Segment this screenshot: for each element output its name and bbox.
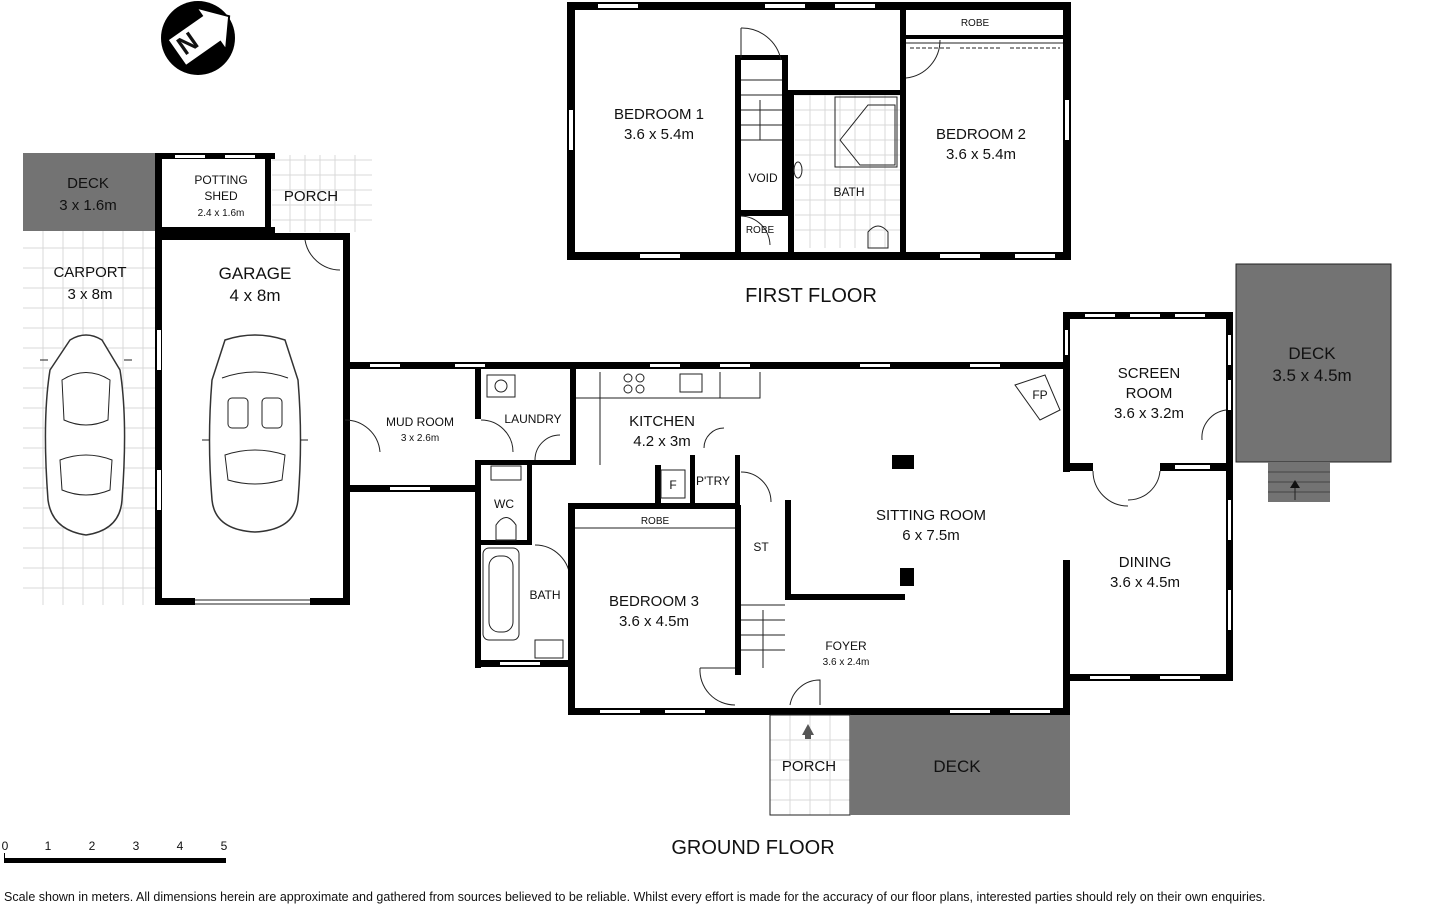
north-compass-icon: N [161,1,235,75]
foyer-name: FOYER [825,639,867,653]
bath-ground-label: BATH [529,588,560,602]
void-label: VOID [748,171,778,185]
potting-shed-size: 2.4 x 1.6m [198,208,245,219]
bedroom1-size: 3.6 x 5.4m [624,126,694,143]
bedroom1-name: BEDROOM 1 [614,106,704,123]
porch-front-label: PORCH [782,758,836,775]
pantry-label: P'TRY [696,474,730,488]
wc-label: WC [494,497,514,511]
scale-bar: 0 1 2 3 4 5 [2,839,228,863]
robe-ground-label: ROBE [641,516,670,527]
deck-carport-size: 3 x 1.6m [59,197,117,214]
kitchen-name: KITCHEN [629,413,695,430]
scale-tick-3: 3 [133,839,140,853]
sitting-room-name: SITTING ROOM [876,507,986,524]
scale-tick-5: 5 [221,839,228,853]
convertible-car-icon [202,334,308,533]
car-icon [40,334,132,536]
first-floor-plan [567,2,1071,260]
garage-name: GARAGE [219,264,292,283]
deck-front-label: DECK [933,757,981,776]
first-floor-title: FIRST FLOOR [745,285,877,307]
garage-size: 4 x 8m [229,286,280,305]
bath-tiles [795,94,900,248]
store-label: ST [753,540,769,554]
mud-room-size: 3 x 2.6m [401,433,439,444]
porch-shed-label: PORCH [284,188,338,205]
scale-tick-4: 4 [177,839,184,853]
screen-room-size: 3.6 x 3.2m [1114,405,1184,422]
bedroom3-size: 3.6 x 4.5m [619,613,689,630]
dining-size: 3.6 x 4.5m [1110,574,1180,591]
dining-name: DINING [1119,554,1172,571]
bedroom3-name: BEDROOM 3 [609,593,699,610]
screen-room-name-line2: ROOM [1126,385,1173,402]
scale-tick-0: 0 [2,839,9,853]
disclaimer-text: Scale shown in meters. All dimensions he… [4,890,1266,904]
carport-size: 3 x 8m [67,286,112,303]
robe-first-top-label: ROBE [961,18,990,29]
fireplace-label: FP [1032,388,1047,402]
ground-floor-title: GROUND FLOOR [671,837,834,859]
fridge-label: F [669,478,676,492]
screen-room-name-line1: SCREEN [1118,365,1181,382]
left-wing [23,153,372,605]
robe-first-left-label: ROBE [746,225,775,236]
deck-carport-name: DECK [67,175,109,192]
carport-name: CARPORT [53,264,126,281]
bath-first-label: BATH [833,185,864,199]
potting-shed-name-line2: SHED [204,189,238,203]
ground-floor-plan [343,263,1392,816]
sitting-room-size: 6 x 7.5m [902,527,960,544]
bedroom2-name: BEDROOM 2 [936,126,1026,143]
kitchen-size: 4.2 x 3m [633,433,691,450]
bedroom2-size: 3.6 x 5.4m [946,146,1016,163]
deck-right-name: DECK [1288,344,1336,363]
scale-tick-1: 1 [45,839,52,853]
potting-shed-name-line1: POTTING [194,173,247,187]
laundry-label: LAUNDRY [504,412,561,426]
foyer-size: 3.6 x 2.4m [823,657,870,668]
mud-room-name: MUD ROOM [386,415,454,429]
deck-right-size: 3.5 x 4.5m [1272,366,1351,385]
scale-tick-2: 2 [89,839,96,853]
